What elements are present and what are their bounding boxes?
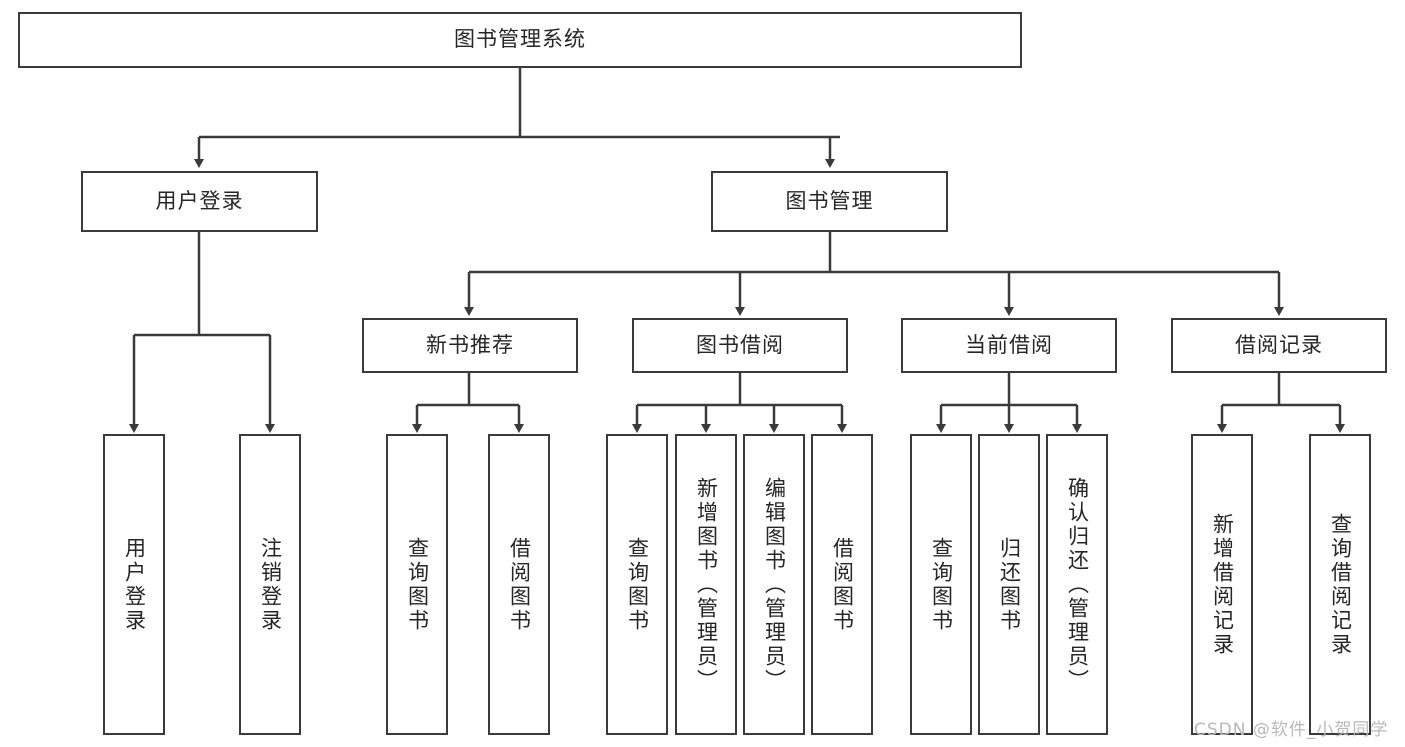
node-root[interactable]: 图书管理系统	[18, 12, 1022, 68]
node-book-borrow-label: 图书借阅	[696, 332, 784, 357]
leaf-label: 借阅图书	[830, 536, 855, 633]
leaf-user-login-logout[interactable]: 注销登录	[239, 434, 301, 735]
leaf-book-borrow-borrow[interactable]: 借阅图书	[811, 434, 873, 735]
leaf-current-borrow-confirm[interactable]: 确认归还（管理员）	[1046, 434, 1108, 735]
node-book-manage-label: 图书管理	[785, 188, 874, 213]
leaf-current-borrow-query[interactable]: 查询图书	[910, 434, 972, 735]
leaf-label: 编辑图书（管理员）	[762, 476, 787, 693]
leaf-label: 查询图书	[929, 536, 954, 633]
leaf-book-borrow-edit[interactable]: 编辑图书（管理员）	[743, 434, 805, 735]
node-user-login[interactable]: 用户登录	[81, 171, 318, 232]
leaf-book-borrow-query[interactable]: 查询图书	[606, 434, 668, 735]
leaf-book-borrow-add[interactable]: 新增图书（管理员）	[675, 434, 737, 735]
leaf-label: 用户登录	[122, 536, 147, 633]
node-book-manage[interactable]: 图书管理	[711, 171, 948, 232]
leaf-label: 借阅图书	[507, 536, 532, 633]
leaf-label: 新增图书（管理员）	[694, 476, 719, 693]
leaf-label: 归还图书	[997, 536, 1022, 633]
leaf-label: 新增借阅记录	[1210, 512, 1235, 657]
leaf-current-borrow-return[interactable]: 归还图书	[978, 434, 1040, 735]
node-root-label: 图书管理系统	[454, 27, 586, 52]
leaf-borrow-record-add[interactable]: 新增借阅记录	[1191, 434, 1253, 735]
node-user-login-label: 用户登录	[155, 188, 244, 213]
node-new-book-recommend-label: 新书推荐	[426, 332, 514, 357]
node-book-borrow[interactable]: 图书借阅	[632, 318, 848, 373]
leaf-new-book-borrow[interactable]: 借阅图书	[488, 434, 550, 735]
node-current-borrow-label: 当前借阅	[965, 332, 1053, 357]
node-borrow-record[interactable]: 借阅记录	[1171, 318, 1387, 373]
node-new-book-recommend[interactable]: 新书推荐	[362, 318, 578, 373]
leaf-label: 注销登录	[258, 536, 283, 633]
watermark-text: CSDN @软件_小贺同学	[1194, 720, 1389, 740]
leaf-label: 确认归还（管理员）	[1065, 476, 1090, 693]
leaf-label: 查询借阅记录	[1328, 512, 1353, 657]
node-borrow-record-label: 借阅记录	[1235, 332, 1323, 357]
leaf-borrow-record-query[interactable]: 查询借阅记录	[1309, 434, 1371, 735]
leaf-new-book-query[interactable]: 查询图书	[386, 434, 448, 735]
leaf-label: 查询图书	[625, 536, 650, 633]
leaf-label: 查询图书	[405, 536, 430, 633]
node-current-borrow[interactable]: 当前借阅	[901, 318, 1117, 373]
leaf-user-login-login[interactable]: 用户登录	[103, 434, 165, 735]
